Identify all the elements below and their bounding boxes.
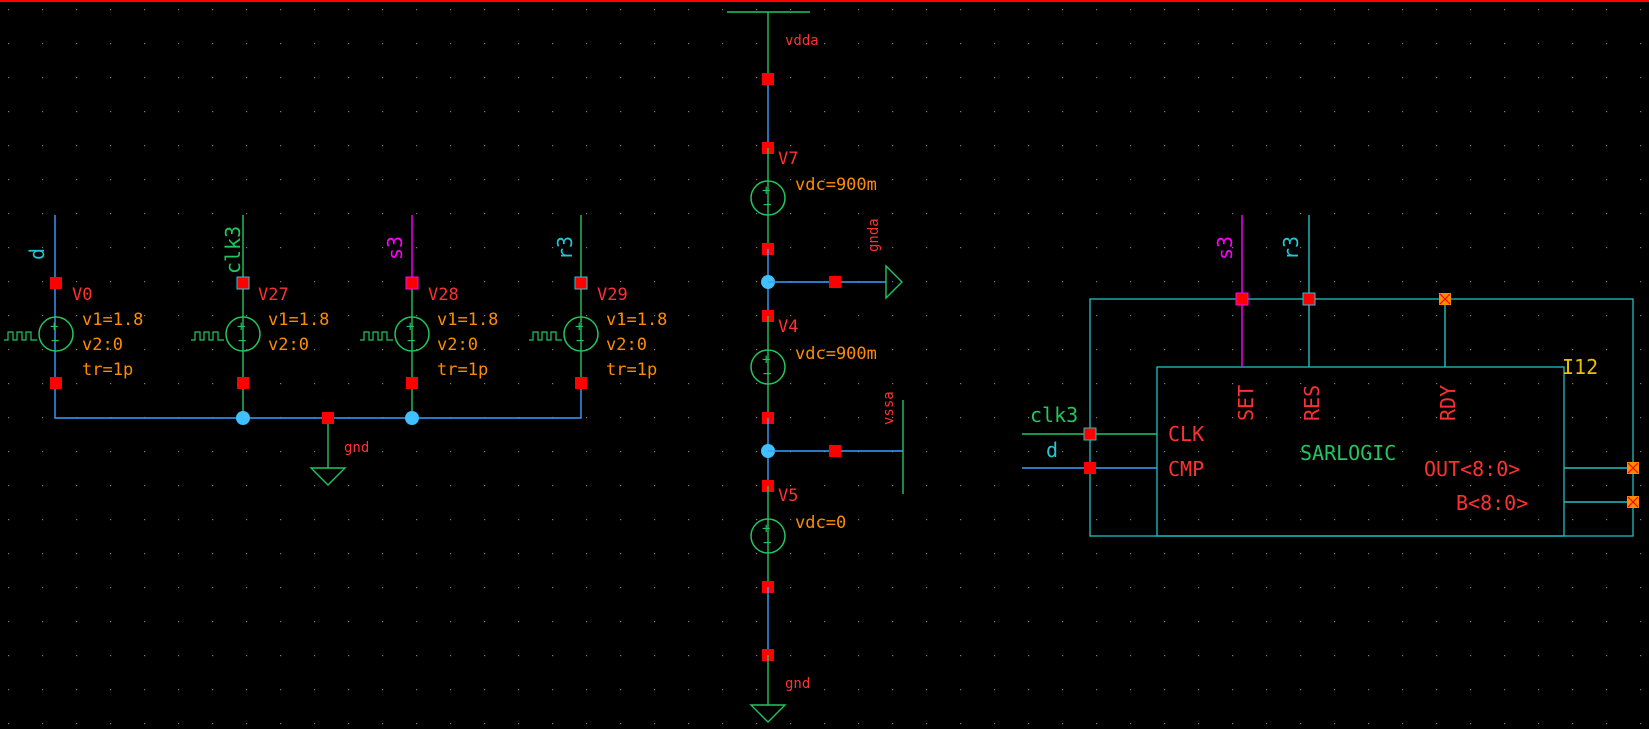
pin bbox=[405, 276, 419, 290]
pulse-icon bbox=[529, 331, 562, 341]
pin bbox=[574, 276, 588, 290]
pin bbox=[829, 276, 841, 288]
param: v2:0 bbox=[82, 335, 123, 355]
param: v1=1.8 bbox=[82, 310, 143, 330]
supply-stack[interactable]: vdda V7 + − vdc=900m gnda V4 + − vdc=900… bbox=[727, 11, 904, 723]
net-label-vssa: vssa bbox=[881, 391, 897, 425]
pulse-icon bbox=[360, 331, 393, 341]
voltage-source-symbol bbox=[563, 316, 599, 352]
pin-set: SET bbox=[1234, 385, 1258, 421]
param: v1=1.8 bbox=[437, 310, 498, 330]
pin bbox=[762, 73, 774, 85]
svg-text:+: + bbox=[50, 319, 58, 335]
source-name: V0 bbox=[72, 285, 92, 305]
net-label-d: d bbox=[25, 248, 49, 260]
voltage-source-symbol bbox=[750, 518, 786, 554]
source-v27[interactable]: clk3 V27 + − v1=1.8 v2:0 bbox=[191, 215, 329, 425]
net-label-vdda: vdda bbox=[785, 33, 819, 49]
gnda-symbol bbox=[885, 264, 903, 300]
param: vdc=0 bbox=[795, 513, 846, 533]
symbol-body bbox=[1156, 366, 1565, 537]
pin bbox=[575, 377, 587, 389]
pin bbox=[322, 412, 334, 424]
svg-text:+: + bbox=[762, 352, 770, 368]
pin-out: OUT<8:0> bbox=[1424, 457, 1520, 481]
svg-text:−: − bbox=[407, 333, 415, 349]
svg-text:−: − bbox=[238, 333, 246, 349]
pin bbox=[829, 445, 841, 457]
net-label-r3: r3 bbox=[553, 236, 577, 260]
source-name: V4 bbox=[778, 317, 798, 337]
svg-text:+: + bbox=[575, 319, 583, 335]
instance-name: I12 bbox=[1562, 355, 1598, 379]
svg-text:−: − bbox=[763, 366, 771, 382]
param: vdc=900m bbox=[795, 344, 877, 364]
source-name: V5 bbox=[778, 486, 798, 506]
pin bbox=[50, 377, 62, 389]
param: v2:0 bbox=[437, 335, 478, 355]
pin-cmp: CMP bbox=[1168, 457, 1204, 481]
svg-text:−: − bbox=[51, 333, 59, 349]
net-label-d: d bbox=[1046, 438, 1058, 462]
voltage-source-symbol bbox=[38, 316, 74, 352]
pin-res: RES bbox=[1300, 385, 1324, 421]
pin bbox=[406, 377, 418, 389]
pin bbox=[50, 277, 62, 289]
param: v1=1.8 bbox=[606, 310, 667, 330]
pin bbox=[1235, 292, 1249, 306]
ground-symbol-center bbox=[749, 704, 787, 723]
source-name: V7 bbox=[778, 149, 798, 169]
junction-dot bbox=[236, 411, 250, 425]
sarlogic-block[interactable]: I12 SARLOGIC s3 SET r3 RES RDY clk3 CLK … bbox=[1022, 215, 1639, 537]
pin bbox=[236, 276, 250, 290]
param: tr=1p bbox=[606, 360, 657, 380]
voltage-source-symbol bbox=[394, 316, 430, 352]
svg-text:−: − bbox=[763, 535, 771, 551]
bottom-wire[interactable] bbox=[54, 384, 582, 419]
source-v0[interactable]: d V0 + − v1=1.8 v2:0 tr=1p bbox=[4, 215, 143, 389]
svg-text:+: + bbox=[406, 319, 414, 335]
net-label-gnda: gnda bbox=[866, 218, 882, 252]
cell-name: SARLOGIC bbox=[1300, 441, 1396, 465]
ground-symbol-left[interactable]: gnd bbox=[309, 412, 369, 486]
source-name: V29 bbox=[597, 285, 628, 305]
pin-b: B<8:0> bbox=[1456, 491, 1528, 515]
param: v2:0 bbox=[268, 335, 309, 355]
pin bbox=[1083, 427, 1097, 441]
source-v29[interactable]: r3 V29 + − v1=1.8 v2:0 tr=1p bbox=[529, 215, 667, 389]
svg-text:+: + bbox=[762, 183, 770, 199]
net-label-s3: s3 bbox=[383, 236, 407, 260]
pin bbox=[237, 377, 249, 389]
voltage-source-symbol bbox=[750, 180, 786, 216]
pin-rdy: RDY bbox=[1436, 385, 1460, 421]
svg-text:+: + bbox=[762, 521, 770, 537]
svg-text:+: + bbox=[237, 319, 245, 335]
junction-dot bbox=[405, 411, 419, 425]
source-name: V27 bbox=[258, 285, 289, 305]
grid-dots bbox=[8, 9, 1642, 725]
voltage-source-symbol bbox=[225, 316, 261, 352]
voltage-source-symbol bbox=[750, 349, 786, 385]
param: tr=1p bbox=[437, 360, 488, 380]
net-label-gnd: gnd bbox=[785, 676, 810, 692]
pin bbox=[1084, 462, 1096, 474]
net-label-clk3: clk3 bbox=[221, 226, 245, 274]
pulse-icon bbox=[4, 331, 37, 341]
param: v1=1.8 bbox=[268, 310, 329, 330]
pin bbox=[1302, 292, 1316, 306]
pulse-icon bbox=[191, 331, 224, 341]
net-label-r3: r3 bbox=[1279, 236, 1303, 260]
ground-label: gnd bbox=[344, 440, 369, 456]
param: tr=1p bbox=[82, 360, 133, 380]
net-label-s3: s3 bbox=[1213, 236, 1237, 260]
param: vdc=900m bbox=[795, 175, 877, 195]
param: v2:0 bbox=[606, 335, 647, 355]
net-label-clk3: clk3 bbox=[1030, 403, 1078, 427]
source-name: V28 bbox=[428, 285, 459, 305]
source-v28[interactable]: s3 V28 + − v1=1.8 v2:0 tr=1p bbox=[360, 215, 498, 425]
svg-text:−: − bbox=[763, 197, 771, 213]
pin-clk: CLK bbox=[1168, 422, 1204, 446]
svg-text:−: − bbox=[576, 333, 584, 349]
